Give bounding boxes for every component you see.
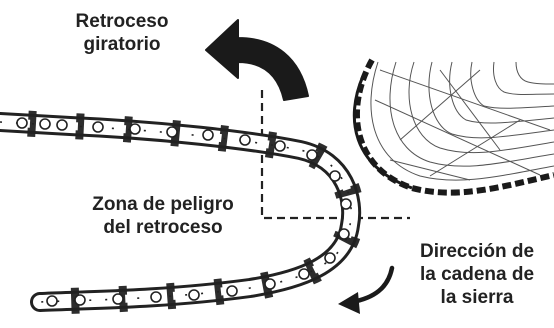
chain-rivets [16,117,352,307]
chain-direction-label-line: la cadena de [419,264,535,285]
kickback-label-line: giratorio [83,34,161,55]
wood-grain-rings [370,61,554,181]
log-cross-section [352,58,554,196]
bark-outline [353,58,554,196]
danger-zone-label: Zona de peligro del retroceso [80,193,246,239]
kickback-label: Retroceso giratorio [58,10,186,56]
saw-chain [0,109,365,315]
kickback-label-line: Retroceso [75,11,169,32]
chain-direction-arrow-icon [338,265,395,314]
kickback-arrow-icon [205,19,309,101]
chain-direction-label-line: la sierra [440,287,514,308]
chain-direction-label: Dirección de la cadena de la sierra [402,240,552,309]
danger-zone-label-line: del retroceso [103,217,223,238]
chain-direction-label-line: Dirección de [419,241,535,262]
danger-zone-label-line: Zona de peligro [92,194,234,215]
